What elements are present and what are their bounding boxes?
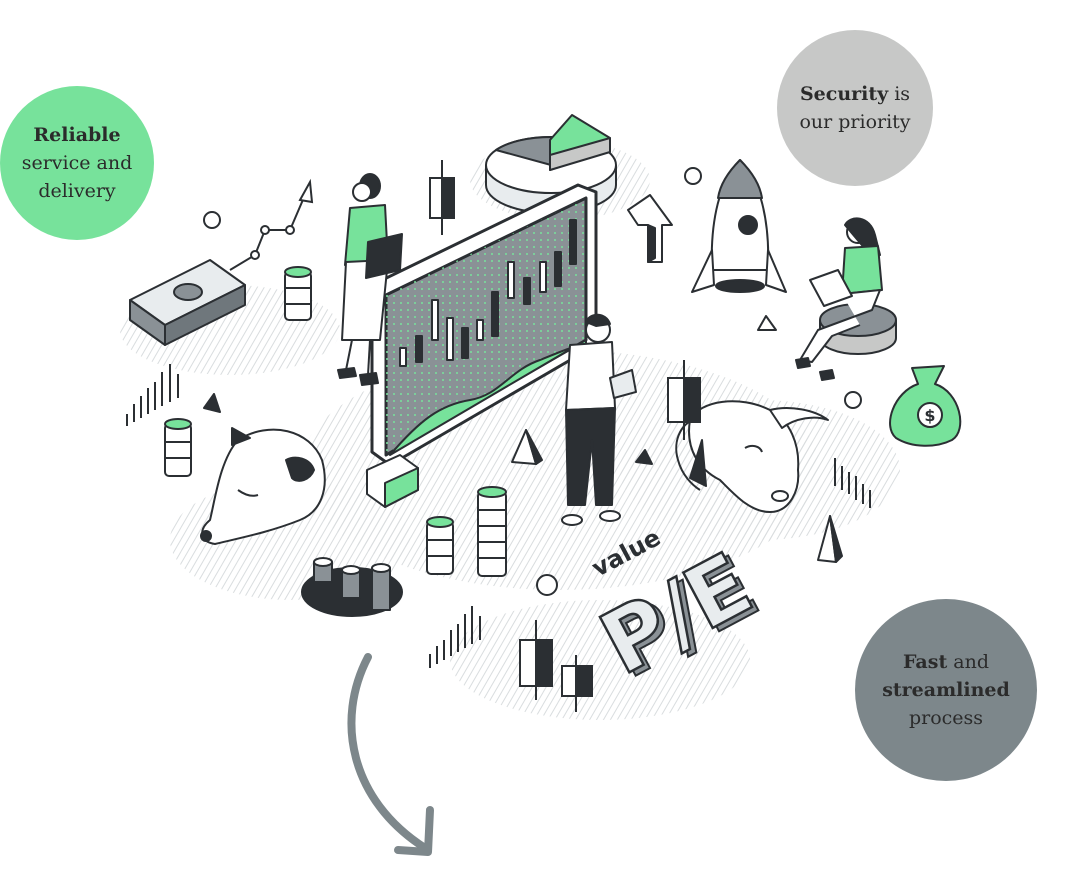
curved-arrow-icon [347, 653, 434, 856]
badge-fast-strong2: streamlined [882, 679, 1010, 701]
bull-icon [675, 400, 829, 513]
tick-marks-decor [126, 364, 871, 668]
badge-reliable: Reliable service and delivery [0, 86, 154, 240]
badge-security-line1: is [894, 83, 911, 105]
trend-line-icon [229, 178, 314, 271]
money-bag-icon: $ [889, 365, 962, 447]
bar-tray-icon [301, 557, 403, 617]
badge-security: Security is our priority [777, 30, 933, 186]
badge-fast-line1: and [953, 651, 989, 673]
chart-panel-icon [366, 183, 598, 508]
ball-icon [684, 167, 702, 185]
coin-stack-icon [164, 418, 507, 577]
ball-icon [203, 211, 221, 229]
arrow-up-icon [627, 194, 673, 263]
candlestick-icon [429, 160, 455, 235]
person-standing-man [561, 313, 637, 526]
badge-reliable-line1: service and [21, 152, 133, 174]
ball-icon [536, 574, 558, 596]
badge-security-line2: our priority [799, 111, 911, 133]
dollar-bill-icon [129, 259, 246, 346]
rocket-icon [691, 159, 787, 293]
badge-fast: Fast and streamlined process [855, 599, 1037, 781]
money-bag-symbol: $ [924, 406, 935, 425]
badge-security-strong: Security [799, 83, 889, 105]
candlestick-icon [519, 360, 701, 712]
badge-fast-line2: process [908, 707, 984, 729]
badge-fast-strong1: Fast [902, 651, 948, 673]
badge-reliable-line2: delivery [38, 180, 116, 202]
coin-stack-icon [284, 266, 312, 321]
bear-icon [200, 427, 326, 545]
person-sitting-woman [795, 217, 897, 381]
ball-icon [844, 391, 862, 409]
badge-reliable-strong: Reliable [33, 124, 121, 146]
person-standing-woman [337, 173, 403, 386]
pyramid-icon [203, 315, 843, 563]
